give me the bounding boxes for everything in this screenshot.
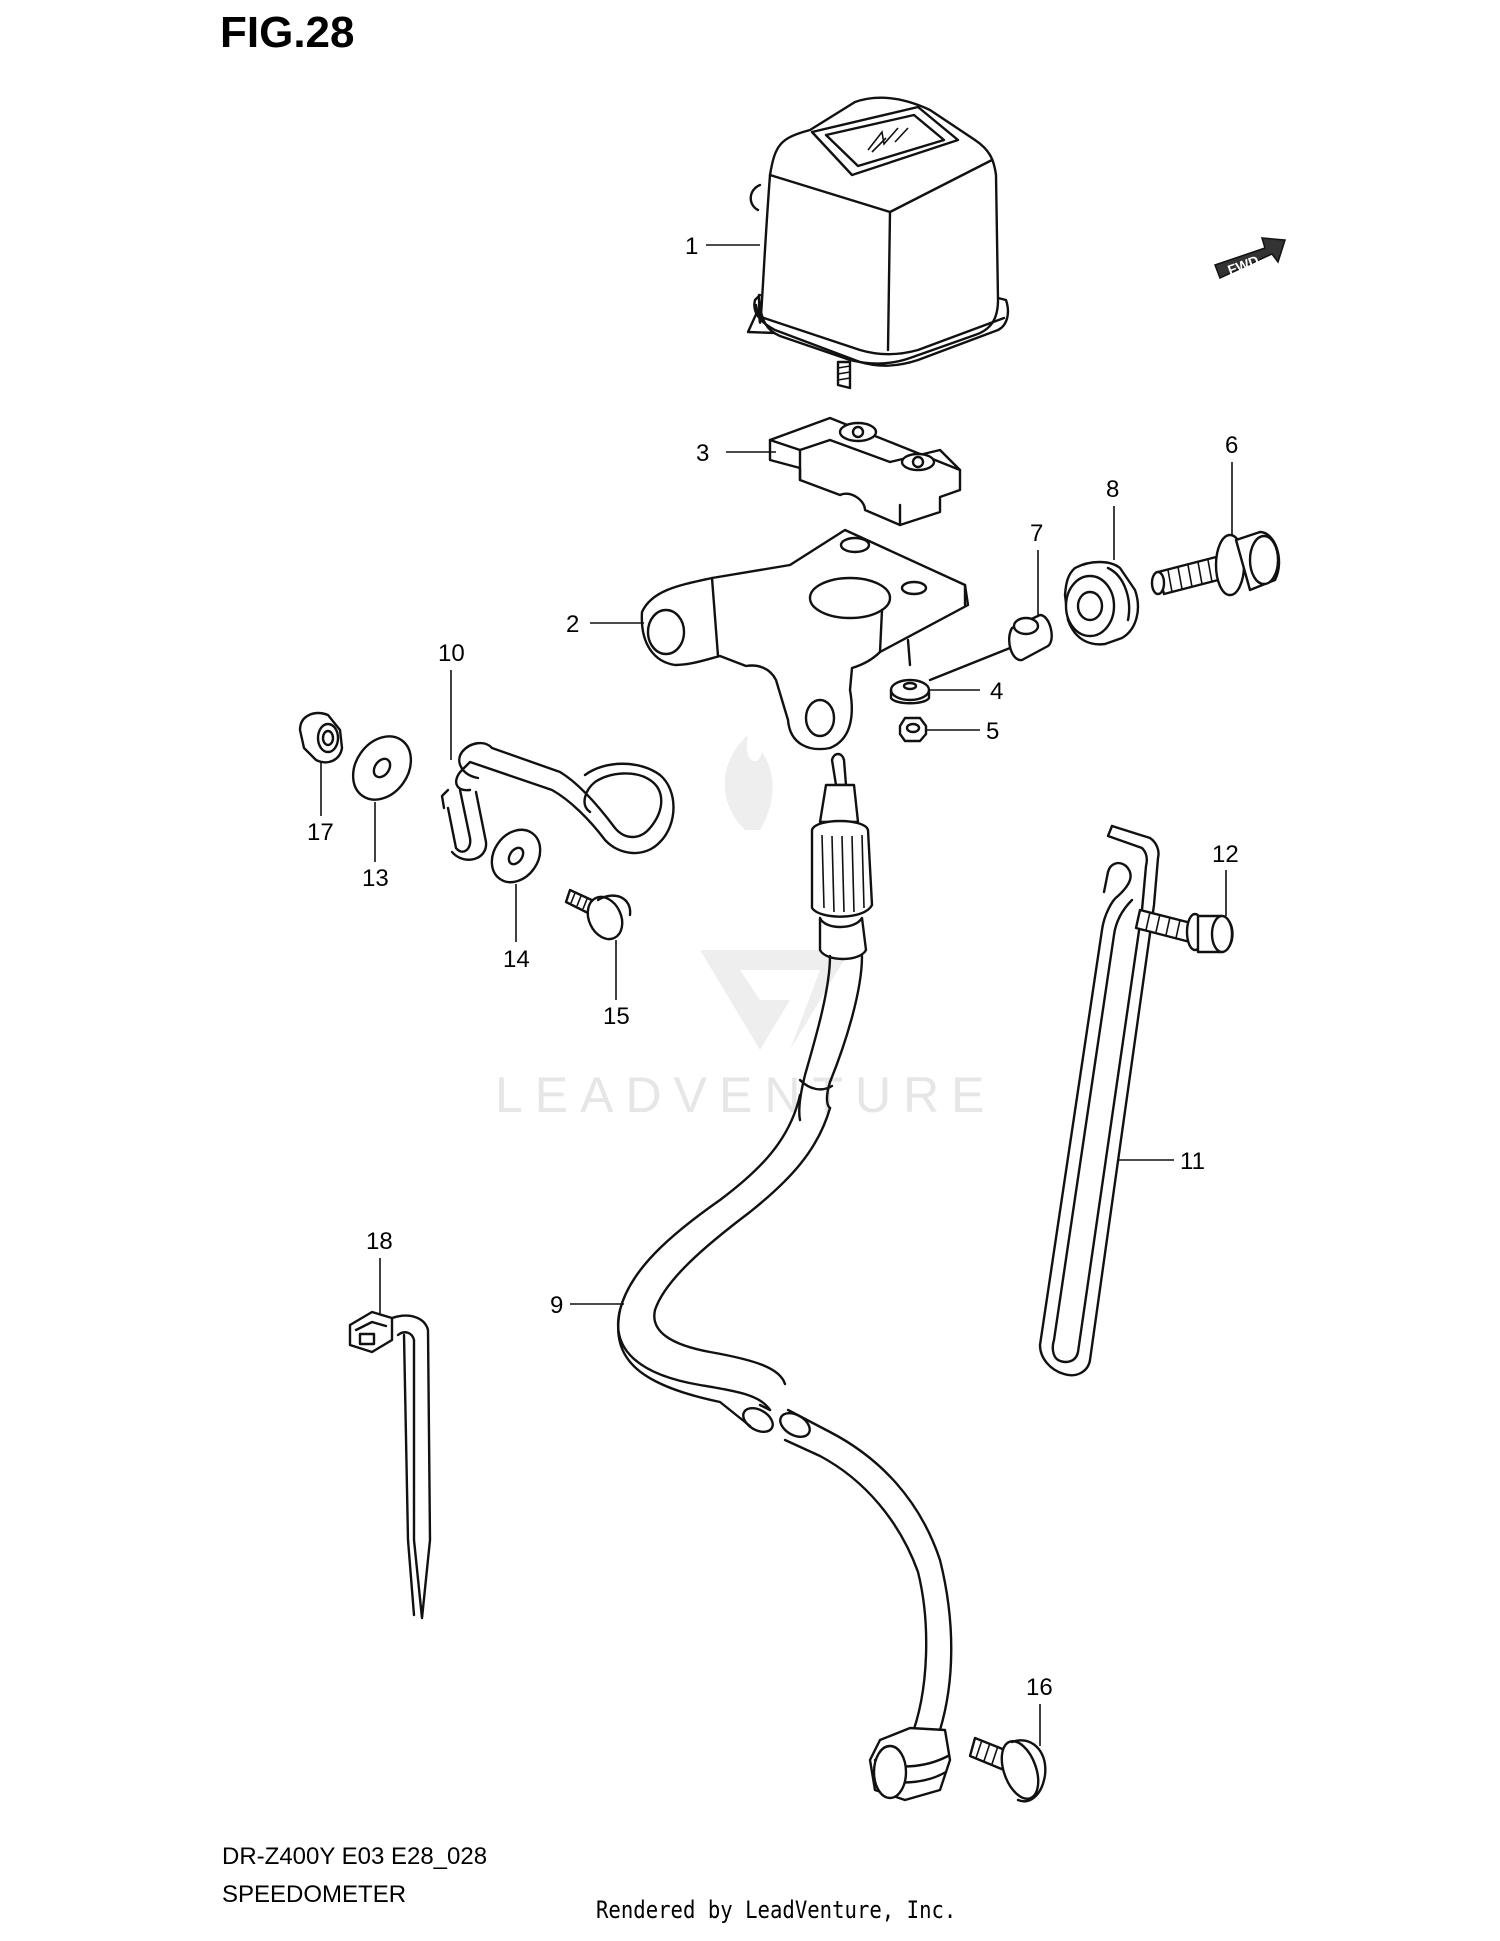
part-17-nut xyxy=(298,711,344,764)
part-14-washer xyxy=(490,828,542,884)
part-13-washer xyxy=(351,735,413,801)
part-9-speedometer-cable xyxy=(616,752,953,1802)
callout-4: 4 xyxy=(990,678,1003,705)
callout-12: 12 xyxy=(1212,841,1239,868)
callout-11: 11 xyxy=(1180,1148,1205,1175)
part-5-nut xyxy=(898,716,928,743)
callout-3: 3 xyxy=(696,440,709,467)
part-3-mount-plate xyxy=(768,416,962,527)
section-name: SPEEDOMETER xyxy=(222,1881,407,1908)
part-2-bracket xyxy=(640,528,970,751)
callout-1: 1 xyxy=(685,233,698,260)
watermark-text: LEADVENTURE xyxy=(495,1067,997,1123)
part-1-speedometer-housing xyxy=(746,96,1010,390)
rendered-by-credit: Rendered by LeadVenture, Inc. xyxy=(596,1896,957,1924)
callout-14: 14 xyxy=(503,946,530,973)
fwd-badge-text: FWD xyxy=(1225,252,1260,278)
callout-2: 2 xyxy=(566,611,579,638)
callout-17: 17 xyxy=(307,819,334,846)
part-4-collar xyxy=(889,678,931,705)
callout-7: 7 xyxy=(1030,520,1043,547)
callout-6: 6 xyxy=(1225,432,1238,459)
callout-13: 13 xyxy=(362,865,389,892)
part-15-screw xyxy=(564,888,632,941)
part-7-collar xyxy=(928,613,1053,682)
part-11-cable-guide xyxy=(1038,824,1160,1377)
part-6-flange-bolt xyxy=(1150,530,1281,597)
part-16-screw xyxy=(968,1736,1047,1803)
part-10-clamp-wire xyxy=(440,741,675,861)
part-8-grommet xyxy=(1063,560,1140,646)
callout-5: 5 xyxy=(986,718,999,745)
callout-18: 18 xyxy=(366,1228,393,1255)
leader-lines xyxy=(320,244,1233,1746)
model-code: DR-Z400Y E03 E28_028 xyxy=(222,1843,488,1870)
callout-9: 9 xyxy=(550,1292,563,1319)
part-18-clamp-band xyxy=(348,1310,432,1620)
callout-15: 15 xyxy=(603,1003,630,1030)
callout-16: 16 xyxy=(1026,1674,1053,1701)
part-12-bolt xyxy=(1134,908,1234,954)
leadventure-logo-icon xyxy=(700,735,850,1050)
callout-8: 8 xyxy=(1106,476,1119,503)
forward-arrow-icon: FWD xyxy=(1214,237,1286,280)
figure-title: FIG.28 xyxy=(220,8,355,57)
callout-10: 10 xyxy=(438,640,465,667)
callout-labels: 1 2 3 4 5 6 7 8 9 10 11 12 13 14 15 16 1… xyxy=(307,233,1239,1701)
